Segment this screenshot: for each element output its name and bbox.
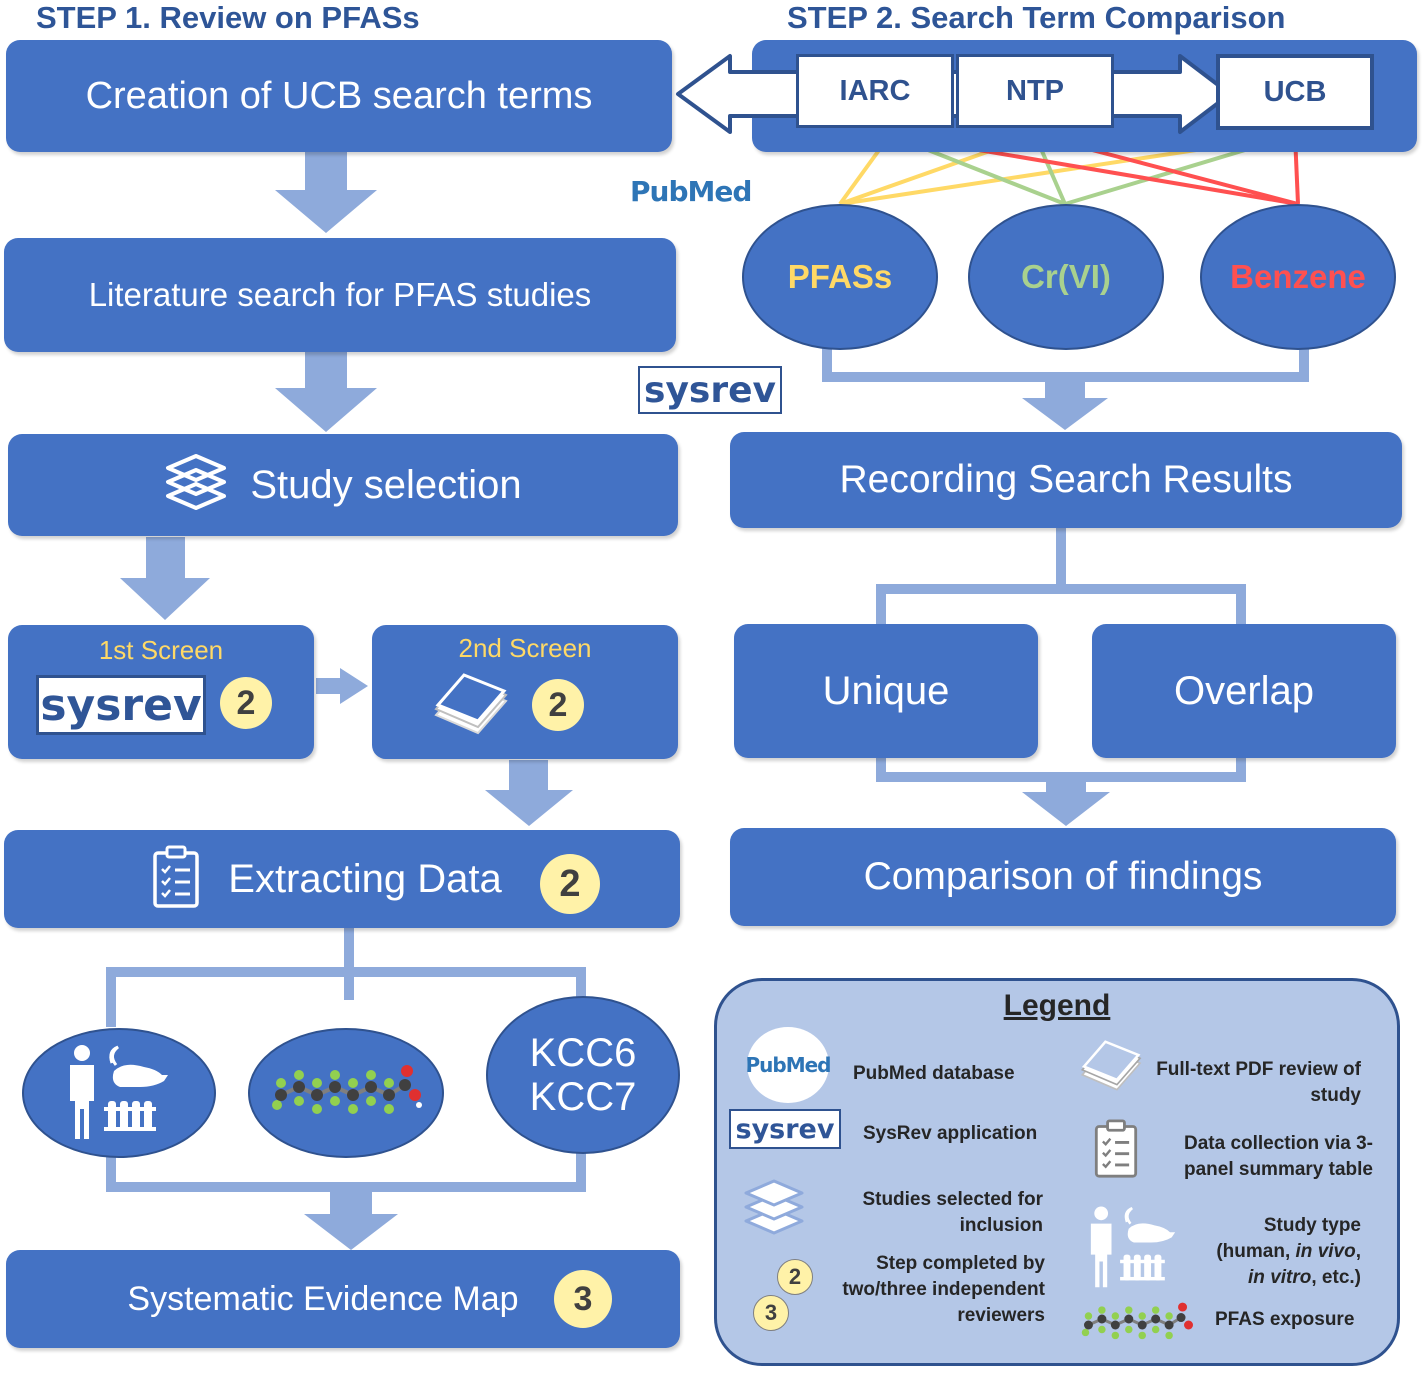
extracting-box: Extracting Data 2 xyxy=(4,830,680,928)
step1-title: STEP 1. Review on PFASs xyxy=(36,0,420,35)
creation-label: Creation of UCB search terms xyxy=(85,74,593,117)
pfas-molecule-icon xyxy=(271,1061,422,1126)
legend-study-type-icon xyxy=(1085,1203,1181,1294)
legend-studytype-text: Study type (human, in vivo, in vitro, et… xyxy=(1216,1215,1361,1288)
legend-datacollection-text: Data collection via 3-panel summary tabl… xyxy=(1183,1133,1373,1180)
unique-box: Unique xyxy=(734,624,1038,758)
ntp-label: NTP xyxy=(1006,74,1064,107)
sysrev-logo: sysrev xyxy=(638,366,782,414)
ucb-label: UCB xyxy=(1263,75,1327,108)
ucb-box: UCB xyxy=(1216,54,1374,130)
overlap-box: Overlap xyxy=(1092,624,1396,758)
legend-pubmed-icon: PubMed xyxy=(746,1027,832,1103)
second-screen-box: 2nd Screen 2 xyxy=(372,625,678,759)
iarc-box: IARC xyxy=(796,54,954,128)
legend-title: Legend xyxy=(1003,989,1111,1022)
first-screen-label: 1st Screen xyxy=(98,635,224,665)
reviewer-badge-three: 3 xyxy=(554,1270,612,1328)
comparison-box: Comparison of findings xyxy=(730,828,1396,926)
legend-studies-text: Studies selected for inclusion xyxy=(862,1189,1043,1236)
legend-badge-three: 3 xyxy=(753,1295,789,1331)
study-selection-box: Study selection xyxy=(8,434,678,536)
extracting-label: Extracting Data xyxy=(228,856,502,901)
comparison-label: Comparison of findings xyxy=(863,855,1263,898)
legend-pfas-molecule-icon xyxy=(1081,1299,1193,1350)
pdf-pages-icon xyxy=(432,673,512,746)
sem-box: Systematic Evidence Map 3 xyxy=(6,1250,680,1348)
legend-fulltext-text: Full-text PDF review of study xyxy=(1156,1059,1361,1106)
clipboard-icon xyxy=(152,845,200,914)
literature-label: Literature search for PFAS studies xyxy=(88,276,592,313)
second-screen-label: 2nd Screen xyxy=(458,633,592,663)
creation-box: Creation of UCB search terms xyxy=(6,40,672,152)
legend-sysrev-text: SysRev application xyxy=(863,1123,1038,1144)
benzene-ellipse: Benzene xyxy=(1200,204,1396,350)
legend-sysrev-icon: sysrev xyxy=(729,1109,841,1149)
pubmed-logo: PubMed xyxy=(630,174,752,208)
study-type-ellipse xyxy=(22,1028,216,1158)
study-selection-label: Study selection xyxy=(250,462,522,507)
legend-badge-two: 2 xyxy=(777,1259,813,1295)
study-type-icon xyxy=(64,1041,174,1146)
overlap-label: Overlap xyxy=(1173,668,1315,713)
unique-label: Unique xyxy=(822,668,950,713)
sem-label: Systematic Evidence Map xyxy=(127,1279,519,1318)
reviewer-badge-two: 2 xyxy=(532,679,584,731)
pfass-ellipse: PFASs xyxy=(742,204,938,350)
double-arrow xyxy=(676,54,1232,134)
literature-box: Literature search for PFAS studies xyxy=(4,238,676,352)
recording-label: Recording Search Results xyxy=(839,458,1293,501)
sysrev-logo: sysrev xyxy=(36,675,206,735)
ntp-box: NTP xyxy=(956,54,1114,128)
legend-pubmed-text: PubMed database xyxy=(853,1063,1015,1084)
kcc-ellipse: KCC6 KCC7 xyxy=(486,996,680,1154)
pfass-label: PFASs xyxy=(787,258,893,295)
step2-title: STEP 2. Search Term Comparison xyxy=(787,0,1286,35)
recording-box: Recording Search Results xyxy=(730,432,1402,528)
legend-stack-icon xyxy=(739,1177,809,1244)
legend-exposure-text: PFAS exposure xyxy=(1215,1309,1355,1330)
legend-clipboard-icon xyxy=(1093,1119,1139,1184)
legend-step-text: Step completed by two/three independent … xyxy=(842,1253,1045,1326)
reviewer-badge-two: 2 xyxy=(220,677,272,729)
kcc6-label: KCC6 xyxy=(529,1031,637,1075)
crvi-ellipse: Cr(VI) xyxy=(968,204,1164,350)
legend-panel: Legend PubMed PubMed database Full-text … xyxy=(714,978,1400,1366)
legend-pdf-icon xyxy=(1079,1039,1145,1104)
pfas-molecule-ellipse xyxy=(248,1028,444,1158)
stack-icon xyxy=(164,452,228,519)
reviewer-badge-two: 2 xyxy=(540,854,600,914)
iarc-label: IARC xyxy=(839,74,911,107)
first-screen-box: 1st Screen sysrev 2 xyxy=(8,625,314,759)
benzene-label: Benzene xyxy=(1230,258,1366,295)
kcc7-label: KCC7 xyxy=(529,1075,637,1119)
crvi-label: Cr(VI) xyxy=(1021,258,1111,295)
